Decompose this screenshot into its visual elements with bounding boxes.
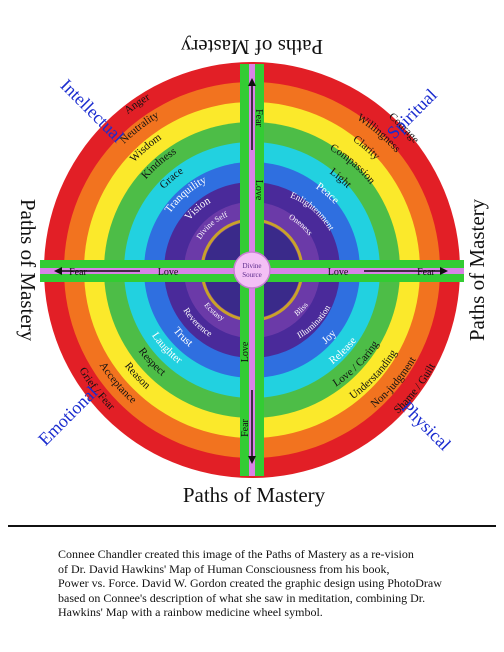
paths-label-top: Paths of Mastery [180,35,323,59]
paths-label-left: Paths of Mastery [16,199,40,342]
fear-bottom: Fear [240,418,251,436]
love-right: Love [328,267,349,278]
paths-label-bottom: Paths of Mastery [183,483,326,507]
center-divine: Divine [242,262,261,270]
label-physical: Physical [398,397,455,454]
fear-right: Fear [417,267,435,278]
love-left: Love [158,267,179,278]
center-circle [233,251,271,289]
caption-line: Hawkins' Map with a rainbow medicine whe… [58,605,323,619]
cross-words: Fear Love Love Fear Fear Love Love Fear [69,109,435,437]
divider-line [8,525,496,527]
love-bottom: Love [240,341,251,362]
fear-top: Fear [253,109,264,127]
fear-left: Fear [69,267,87,278]
center-source: Divine Source [233,251,271,289]
paths-of-mastery-wheel: Fear Love Love Fear Fear Love Love Fear … [16,35,489,507]
caption-line: Connee Chandler created this image of th… [58,547,414,561]
direction-arrows [54,78,448,464]
caption-line: Power vs. Force. David W. Gordon created… [58,576,442,590]
center-source: Source [242,271,261,279]
label-emotional: Emotional [34,382,101,449]
caption-line: based on Connee's description of what sh… [58,590,426,605]
label-intellectual: Intellectual [57,75,128,146]
love-top: Love [253,180,264,201]
caption: Connee Chandler created this image of th… [58,547,478,620]
caption-line: of Dr. David Hawkins' Map of Human Consc… [58,561,390,576]
paths-label-right: Paths of Mastery [465,198,489,341]
paths-labels: Paths of Mastery Paths of Mastery Paths … [16,35,489,507]
